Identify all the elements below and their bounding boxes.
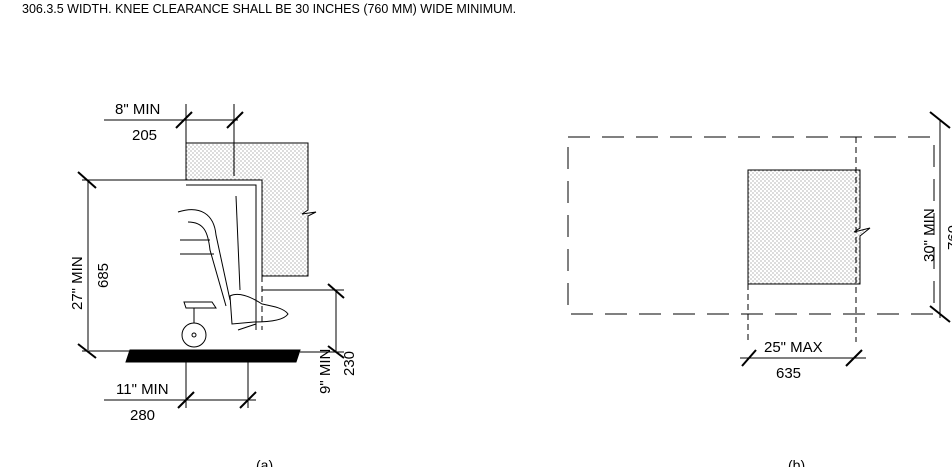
dim-top-metric: 205 — [132, 127, 157, 144]
floor-slab — [125, 349, 301, 363]
figure-b — [567, 111, 951, 367]
wheelchair-leg-upper — [177, 209, 231, 301]
dim-width-tick-right — [845, 349, 863, 367]
caption-b: (b) — [788, 457, 805, 467]
dim-clearance-tick-top — [929, 111, 951, 129]
dim-vert-metric: 685 — [95, 263, 112, 288]
clearance-rectangle — [567, 136, 935, 315]
wheelchair-frame — [180, 239, 214, 255]
dim-width-imperial: 25" MAX — [764, 339, 823, 356]
wheelchair-leg-lower — [187, 221, 227, 307]
dim-width-metric: 635 — [776, 365, 801, 382]
dim-vert-imperial: 27" MIN — [69, 256, 86, 310]
dim-toe-metric: 230 — [341, 351, 358, 376]
figure-a — [77, 104, 345, 409]
dim-top-imperial: 8" MIN — [115, 101, 160, 118]
dim-clearance-imperial: 30" MIN — [921, 208, 938, 262]
dim-width-tick-left — [741, 349, 757, 367]
caster-hub — [191, 332, 197, 338]
caption-a: (a) — [256, 457, 273, 467]
heading-text: 306.3.5 WIDTH. KNEE CLEARANCE SHALL BE 3… — [22, 2, 517, 16]
table-section — [185, 142, 317, 277]
dim-top-tick-right — [226, 111, 244, 129]
foot-sole — [237, 323, 257, 331]
caster-wheel — [181, 322, 207, 348]
dim-clearance-tick-bottom — [929, 305, 951, 323]
dim-clearance-metric: 760 — [945, 225, 952, 250]
dim-bottom-imperial: 11" MIN — [116, 381, 169, 398]
dim-toe-imperial: 9" MIN — [317, 349, 334, 394]
dim-top-tick-left — [175, 111, 193, 129]
dim-bottom-metric: 280 — [130, 407, 155, 424]
wheelchair-frame-vertical — [235, 195, 241, 291]
counter-block — [747, 169, 871, 285]
foot-shape — [229, 293, 289, 325]
dim-toe-tick-top — [327, 283, 345, 299]
wheelchair-seat — [186, 184, 257, 330]
wheelchair-footrest — [183, 301, 217, 309]
